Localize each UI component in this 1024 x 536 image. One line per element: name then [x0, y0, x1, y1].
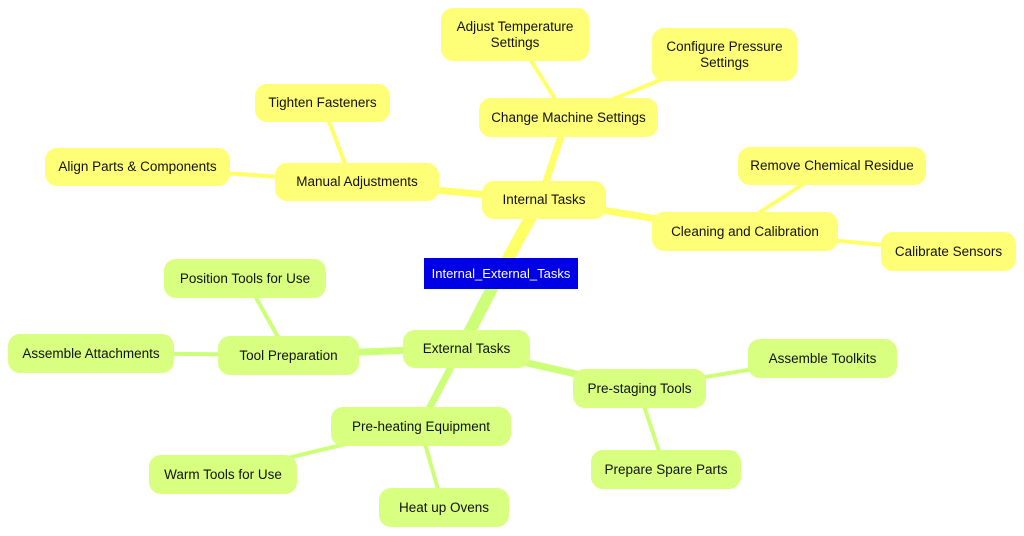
manual-adjustments-node[interactable]: Manual Adjustments	[275, 163, 439, 201]
external-tasks-node[interactable]: External Tasks	[403, 330, 530, 368]
assemble-attachments-node[interactable]: Assemble Attachments	[8, 334, 174, 373]
root-node[interactable]: Internal_External_Tasks	[424, 258, 578, 289]
tool-preparation-node[interactable]: Tool Preparation	[218, 336, 359, 375]
remove-residue-node[interactable]: Remove Chemical Residue	[738, 147, 926, 185]
position-tools-node[interactable]: Position Tools for Use	[164, 259, 326, 298]
change-machine-settings-node[interactable]: Change Machine Settings	[479, 98, 658, 137]
internal-tasks-node[interactable]: Internal Tasks	[482, 181, 606, 219]
calibrate-sensors-node[interactable]: Calibrate Sensors	[881, 232, 1016, 271]
prepare-spare-parts-node[interactable]: Prepare Spare Parts	[591, 450, 741, 489]
tighten-fasteners-node[interactable]: Tighten Fasteners	[255, 84, 390, 122]
cleaning-calibration-node[interactable]: Cleaning and Calibration	[652, 212, 838, 251]
adjust-temperature-node[interactable]: Adjust Temperature Settings	[441, 8, 589, 61]
heat-up-ovens-node[interactable]: Heat up Ovens	[379, 488, 509, 527]
preheating-equipment-node[interactable]: Pre-heating Equipment	[331, 407, 511, 446]
assemble-toolkits-node[interactable]: Assemble Toolkits	[748, 339, 897, 378]
prestaging-tools-node[interactable]: Pre-staging Tools	[573, 369, 706, 408]
warm-tools-node[interactable]: Warm Tools for Use	[149, 455, 297, 494]
align-parts-node[interactable]: Align Parts & Components	[45, 148, 230, 186]
configure-pressure-node[interactable]: Configure Pressure Settings	[652, 28, 797, 81]
